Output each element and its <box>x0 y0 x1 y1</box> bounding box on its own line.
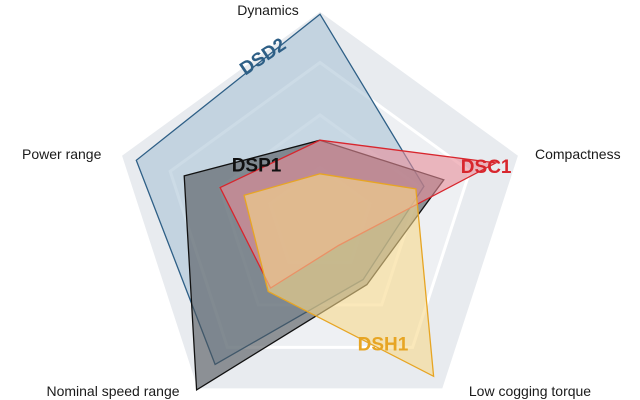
radar-series <box>135 13 498 392</box>
axis-label-power-range: Power range <box>22 146 102 162</box>
axis-label-compactness: Compactness <box>535 146 621 162</box>
series-dsh1-polygon <box>243 173 435 378</box>
series-label-dsc1: DSC1 <box>461 157 512 178</box>
series-label-dsh1: DSH1 <box>358 334 409 355</box>
series-label-dsp1: DSP1 <box>232 155 282 176</box>
axis-label-nominal-speed-range: Nominal speed range <box>46 383 179 399</box>
axis-label-dynamics: Dynamics <box>237 2 298 18</box>
axis-label-low-cogging-torque: Low cogging torque <box>469 383 591 399</box>
